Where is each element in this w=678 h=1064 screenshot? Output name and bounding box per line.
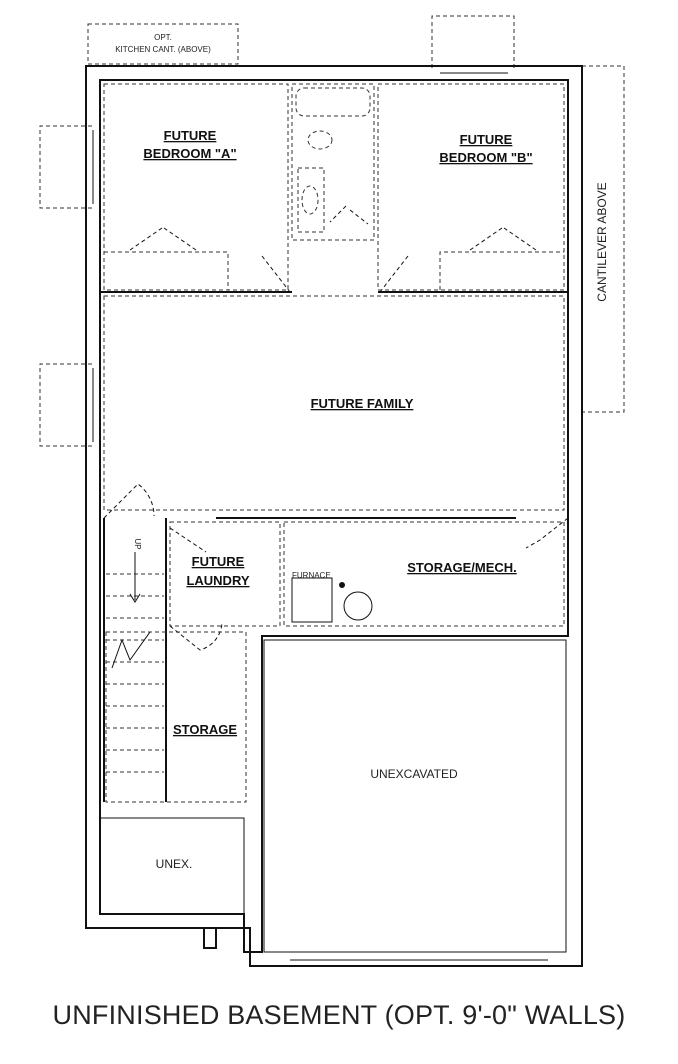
window-bump-lower xyxy=(39,363,92,447)
bump-out-bottom xyxy=(203,928,217,949)
family-label: FUTURE FAMILY xyxy=(311,396,414,411)
unexcavated-area: UNEXCAVATED xyxy=(263,639,567,953)
storage-label: STORAGE xyxy=(173,722,237,737)
unex-area: UNEX. xyxy=(99,817,245,915)
bedroom-b: FUTURE BEDROOM "B" xyxy=(377,83,568,293)
plan-caption: UNFINISHED BASEMENT (OPT. 9'-0" WALLS) xyxy=(52,1000,626,1030)
bedroom-b-label-2: BEDROOM "B" xyxy=(439,150,532,165)
laundry: FUTURE LAUNDRY xyxy=(169,521,281,651)
bay-window-outline xyxy=(431,15,515,68)
stairs: UP xyxy=(103,483,167,802)
family-room: FUTURE FAMILY xyxy=(103,295,565,519)
furnace-label: FURNACE xyxy=(292,571,331,580)
storage-mech-label: STORAGE/MECH. xyxy=(407,560,517,575)
cantilever-above: CANTILEVER ABOVE xyxy=(582,65,625,413)
unexcavated-label: UNEXCAVATED xyxy=(370,767,458,781)
furnace-dot xyxy=(339,582,345,588)
laundry-label-1: FUTURE xyxy=(192,554,245,569)
bedroom-a-label-1: FUTURE xyxy=(164,128,217,143)
bedroom-a: FUTURE BEDROOM "A" xyxy=(100,83,292,293)
bedroom-b-label-1: FUTURE xyxy=(460,132,513,147)
storage-mech: FURNACE STORAGE/MECH. xyxy=(283,517,569,627)
laundry-label-2: LAUNDRY xyxy=(186,573,249,588)
exterior-walls xyxy=(85,65,583,967)
storage-room: STORAGE xyxy=(105,631,247,803)
opt-kitchen-cantilever: OPT. KITCHEN CANT. (ABOVE) xyxy=(87,23,239,65)
opt-kitchen-label-2: KITCHEN CANT. (ABOVE) xyxy=(115,45,211,54)
stairs-up-label: UP xyxy=(133,538,142,549)
bedroom-a-label-2: BEDROOM "A" xyxy=(143,146,236,161)
water-heater xyxy=(343,591,373,621)
bathroom xyxy=(261,83,409,293)
opt-kitchen-label-1: OPT. xyxy=(154,33,172,42)
unex-label: UNEX. xyxy=(156,857,193,871)
cantilever-label: CANTILEVER ABOVE xyxy=(595,182,609,301)
window-bump-upper xyxy=(39,125,92,209)
